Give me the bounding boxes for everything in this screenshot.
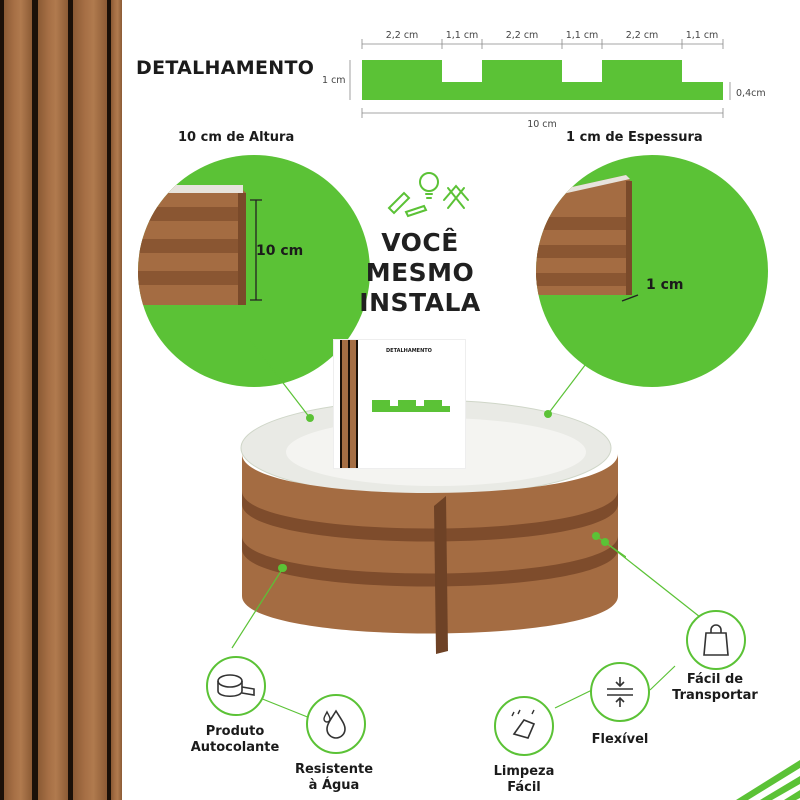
wood-slat-panel — [0, 0, 122, 800]
height-measure: 10 cm — [256, 243, 304, 259]
feature-flexible-label: Flexível — [591, 732, 649, 747]
water-drops-icon — [323, 709, 346, 739]
feature-clean-label: Limpeza Fácil — [476, 764, 572, 796]
heading-line: INSTALA — [359, 288, 481, 317]
corner-accent-stripes — [736, 760, 800, 800]
heading-line: MESMO — [365, 258, 475, 287]
feature-label-line: Fácil de — [686, 672, 744, 687]
shopping-bag-icon — [703, 624, 729, 656]
heading-line: VOCÊ — [381, 228, 459, 257]
feature-adhesive — [206, 656, 266, 716]
segment-label: 1,1 cm — [686, 30, 719, 41]
panel-closeup-illustration — [138, 185, 262, 305]
feature-easy-clean — [494, 696, 554, 756]
wood-slat — [4, 0, 32, 800]
feature-adhesive-label: Produto Autocolante — [180, 724, 290, 756]
thickness-caption: 1 cm de Espessura — [566, 130, 703, 145]
adhesive-tape-icon — [217, 674, 255, 698]
flex-arrows-icon — [607, 677, 633, 707]
segment-label: 2,2 cm — [506, 30, 539, 41]
segment-label: 1,1 cm — [566, 30, 599, 41]
thickness-measure: 1 cm — [646, 277, 684, 293]
thumbnail-wood-strip — [340, 340, 358, 468]
detail-title: DETALHAMENTO — [136, 57, 315, 79]
wood-slat — [111, 0, 122, 800]
self-install-heading: VOCÊ MESMO INSTALA — [345, 228, 495, 318]
feature-transport-label: Fácil de Transportar — [660, 672, 770, 704]
feature-label-line: Transportar — [672, 688, 758, 703]
thumbnail-title: DETALHAMENTO — [386, 348, 432, 354]
feature-label-line: Resistente — [294, 762, 374, 777]
feature-water-resistant — [306, 694, 366, 754]
cleaning-hand-icon — [511, 709, 536, 739]
detail-thumbnail: DETALHAMENTO — [334, 340, 465, 468]
feature-label-line: Autocolante — [190, 740, 280, 755]
feature-easy-transport — [686, 610, 746, 670]
wood-slat — [38, 0, 68, 800]
thumbnail-profile — [372, 400, 450, 412]
feature-label-line: Produto — [205, 724, 265, 739]
feature-flexible — [590, 662, 650, 722]
segment-label: 2,2 cm — [626, 30, 659, 41]
height-label: 1 cm — [322, 75, 346, 86]
panel-profile-shape — [362, 60, 723, 100]
dimension-diagram: 2,2 cm 1,1 cm 2,2 cm 1,1 cm 2,2 cm 1,1 c… — [322, 30, 766, 130]
depth-label: 0,4cm — [736, 88, 766, 99]
total-length-label: 10 cm — [527, 119, 557, 130]
panel-edge-illustration — [536, 175, 639, 302]
feature-label-line: à Água — [308, 778, 360, 793]
feature-label-line: Fácil — [507, 780, 541, 795]
segment-label: 2,2 cm — [386, 30, 419, 41]
height-zoom-circle: 10 cm — [138, 155, 370, 387]
tools-icon — [387, 172, 469, 218]
feature-label-line: Limpeza — [493, 764, 555, 779]
thickness-zoom-circle: 1 cm — [536, 155, 768, 387]
wood-slat — [73, 0, 107, 800]
segment-label: 1,1 cm — [446, 30, 479, 41]
feature-water-label: Resistente à Água — [284, 762, 384, 794]
height-caption: 10 cm de Altura — [178, 130, 295, 145]
